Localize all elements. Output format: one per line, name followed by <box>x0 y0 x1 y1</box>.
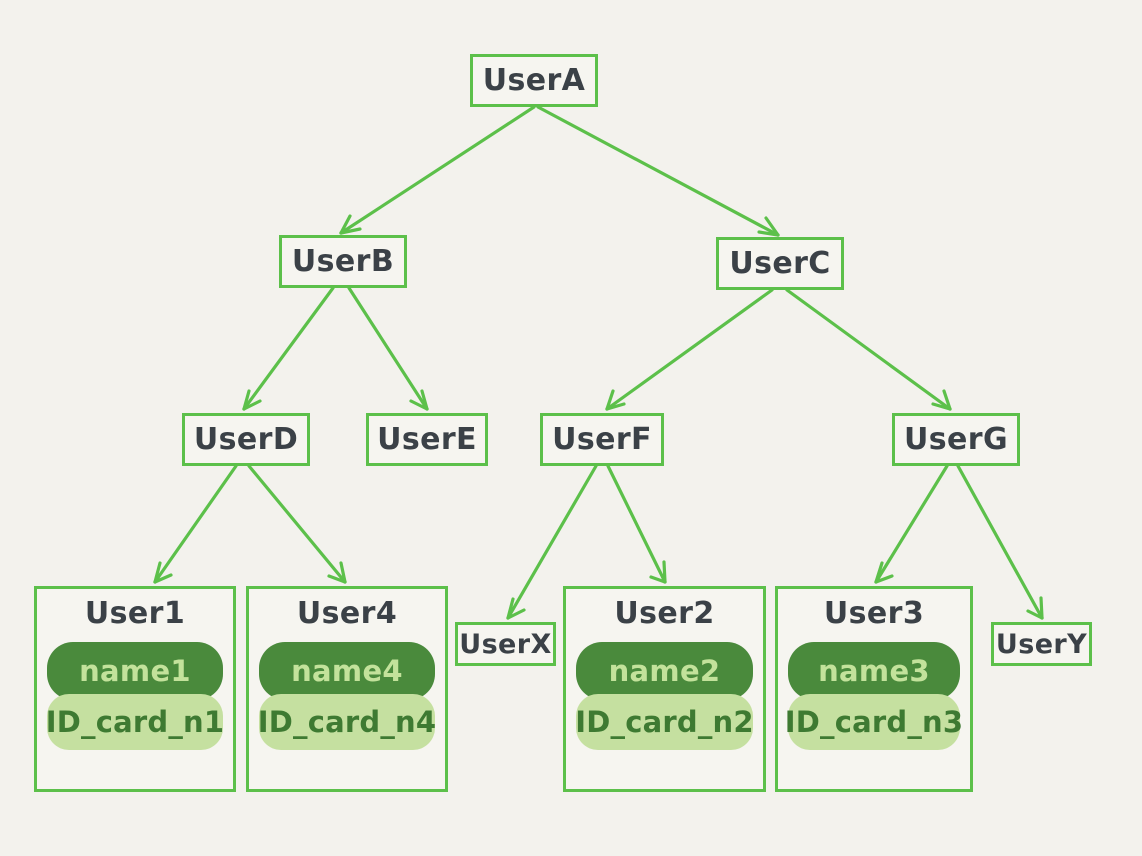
edge-userD-user4 <box>247 464 347 584</box>
edge-userD-user1 <box>153 464 238 584</box>
node-user1-title: User1 <box>84 596 186 631</box>
node-userB-label: UserB <box>291 244 395 279</box>
node-user3-id-card: ID_card_n3 <box>785 693 963 750</box>
node-user1-name: name1 <box>47 641 223 700</box>
node-userG[interactable]: UserG <box>892 413 1020 466</box>
edge-userB-userD <box>242 286 335 411</box>
node-user2-id-card: ID_card_n2 <box>575 693 754 750</box>
node-userA-label: UserA <box>482 63 586 98</box>
edge-userB-userE <box>347 286 429 411</box>
node-userE[interactable]: UserE <box>366 413 488 466</box>
node-userE-label: UserE <box>377 422 477 457</box>
edge-userA-userB <box>339 105 536 235</box>
node-user2[interactable]: User2 name2 ID_card_n2 <box>563 586 766 792</box>
node-userX[interactable]: UserX <box>455 622 556 666</box>
node-user4-id-card: ID_card_n4 <box>258 693 436 750</box>
node-userB[interactable]: UserB <box>279 235 407 288</box>
edge-userF-user2 <box>606 464 667 584</box>
node-user3[interactable]: User3 name3 ID_card_n3 <box>775 586 973 792</box>
node-userX-label: UserX <box>459 628 552 660</box>
node-userA[interactable]: UserA <box>470 54 598 107</box>
node-userF[interactable]: UserF <box>540 413 664 466</box>
node-userD-label: UserD <box>193 422 299 457</box>
node-user1-id-card: ID_card_n1 <box>46 693 224 750</box>
node-userY[interactable]: UserY <box>991 622 1092 666</box>
edge-userG-user3 <box>874 464 949 584</box>
node-userC[interactable]: UserC <box>716 237 844 290</box>
node-user2-name: name2 <box>576 641 753 700</box>
edge-userA-userC <box>536 105 780 237</box>
node-user1[interactable]: User1 name1 ID_card_n1 <box>34 586 236 792</box>
node-user3-name: name3 <box>788 641 960 700</box>
node-userD[interactable]: UserD <box>182 413 310 466</box>
node-user4-title: User4 <box>296 596 398 631</box>
edge-userC-userG <box>785 288 952 411</box>
node-userF-label: UserF <box>552 422 652 457</box>
node-userG-label: UserG <box>904 422 1008 457</box>
edge-userC-userF <box>605 288 774 411</box>
node-user2-title: User2 <box>614 596 715 631</box>
node-user4-name: name4 <box>259 641 435 700</box>
node-user3-title: User3 <box>823 596 925 631</box>
node-userY-label: UserY <box>995 628 1088 660</box>
node-user4[interactable]: User4 name4 ID_card_n4 <box>246 586 448 792</box>
node-userC-label: UserC <box>729 246 831 281</box>
